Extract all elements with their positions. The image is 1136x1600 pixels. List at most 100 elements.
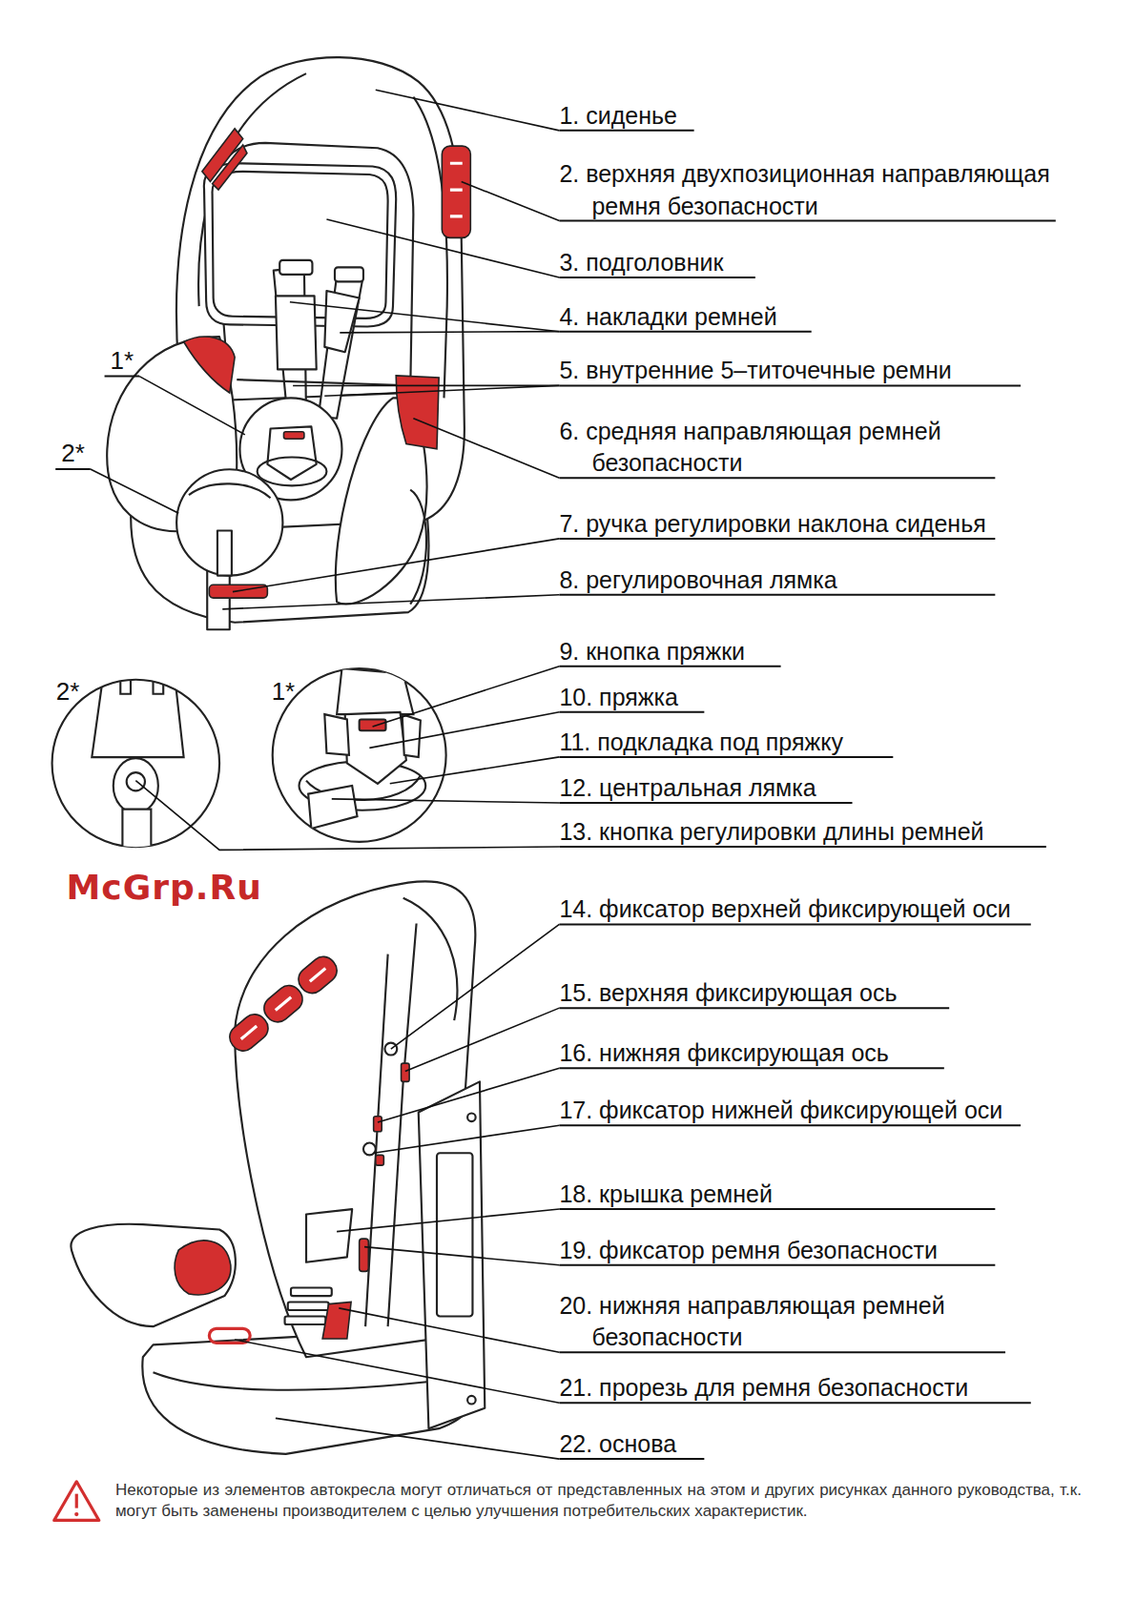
warning-triangle [54, 1482, 100, 1522]
detail-circle [176, 469, 283, 576]
leader-line [222, 595, 559, 610]
center-strap [308, 785, 357, 829]
buckle-tongue [324, 714, 350, 756]
part-label: 18. крышка ремней [558, 1178, 773, 1212]
harness-strap [318, 275, 363, 419]
label-underline [558, 923, 1031, 926]
leader-line [338, 1308, 559, 1353]
frame-window [436, 1153, 473, 1317]
label-underline [558, 1264, 995, 1267]
warning-note: Некоторые из элементов автокресла могут … [115, 1480, 1082, 1523]
cushion-red [174, 1240, 231, 1296]
label-underline [558, 276, 755, 279]
label-underline [558, 1458, 704, 1461]
leader-line [461, 181, 560, 221]
inset-content [299, 668, 427, 829]
part-label: 7. ручка регулировки наклона сиденья [558, 508, 986, 541]
leader-line [135, 781, 559, 851]
leader-line [375, 89, 560, 131]
label-underline [558, 384, 1021, 387]
buckle-tongue [402, 714, 421, 758]
upper-axis [401, 1063, 411, 1082]
inset-circle [272, 668, 447, 843]
middle-belt-guide [395, 375, 439, 450]
frame-bolt [467, 1114, 476, 1123]
part-label: 2. верхняя двухпозиционная направляющая … [558, 158, 1055, 224]
part-label: 5. внутренние 5–титочечные ремни [558, 354, 951, 388]
adjust-button-core [126, 772, 145, 791]
label-underline [558, 1208, 995, 1211]
part-label: 1. сиденье [558, 100, 678, 133]
label-underline [558, 665, 781, 668]
strap-slot [334, 267, 364, 282]
label-underline [558, 1402, 1031, 1405]
middle-belt-guide [184, 336, 236, 393]
label-underline [558, 594, 995, 597]
inset-marker: 2* [61, 436, 85, 471]
base-edge [410, 490, 427, 605]
leader-line [413, 418, 559, 479]
guide-slot [241, 969, 327, 1040]
leader-line [391, 924, 560, 1050]
lap-line [236, 379, 416, 386]
leader-line [139, 376, 246, 435]
strap-pad [324, 290, 359, 352]
seat-edge [91, 683, 184, 758]
label-underline [558, 1067, 944, 1070]
strap [336, 668, 414, 715]
leader-line [390, 757, 560, 785]
part-label: 16. нижняя фиксирующая ось [558, 1037, 889, 1071]
buckle-button-mini [283, 432, 304, 439]
red-parts-front [184, 128, 472, 599]
label-underline [55, 468, 91, 471]
part-label: 19. фиксатор ремня безопасности [558, 1235, 938, 1268]
shell-edge [403, 898, 458, 1021]
leader-line [326, 219, 559, 278]
label-underline [558, 1351, 1006, 1354]
leader-line [339, 331, 559, 333]
watermark: McGrp.Ru [66, 865, 263, 912]
axis-lock [384, 1043, 397, 1056]
seat-front-view [106, 57, 465, 630]
leader-line [373, 1125, 560, 1154]
seat-cushion [70, 1224, 235, 1327]
leader-line [275, 1418, 559, 1460]
belt-slat [290, 1287, 332, 1297]
label-underline [558, 846, 1046, 848]
label-underline [558, 129, 694, 132]
leader-line [90, 469, 179, 514]
part-label: 9. кнопка пряжки [558, 636, 745, 669]
part-label: 10. пряжка [558, 681, 679, 715]
leader-line [331, 799, 560, 804]
leader-line [405, 1008, 560, 1072]
part-label: 14. фиксатор верхней фиксирующей оси [558, 893, 1065, 927]
part-label: 21. прорезь для ремня безопасности [558, 1372, 969, 1405]
leader-line [292, 385, 559, 388]
leader-line [369, 712, 559, 749]
upper-belt-guide [225, 951, 343, 1056]
detail-edge [188, 483, 271, 498]
leader-line [364, 1247, 559, 1266]
part-label: 8. регулировочная лямка [558, 564, 837, 598]
strap-slot [279, 260, 312, 275]
part-label: 13. кнопка регулировки длины ремней [558, 816, 984, 849]
guide-slot [450, 163, 463, 217]
leader-line [289, 302, 560, 332]
label-underline [558, 1124, 1021, 1127]
shell-side [388, 923, 417, 1327]
belt-slat [285, 1316, 327, 1325]
lower-axis [373, 1116, 383, 1133]
label-underline [558, 756, 893, 759]
belt-cover [306, 1209, 352, 1263]
seat-slot [120, 679, 164, 695]
warning-dot [74, 1512, 79, 1517]
leader-line [336, 1209, 559, 1233]
label-underline [558, 476, 995, 479]
belt-slot [208, 1328, 250, 1343]
inset-marker: 2* [56, 675, 81, 709]
seat-rear-view [70, 881, 485, 1455]
lower-belt-guide [322, 1301, 352, 1340]
buckle-button [359, 719, 387, 731]
upper-belt-guide [441, 145, 471, 238]
